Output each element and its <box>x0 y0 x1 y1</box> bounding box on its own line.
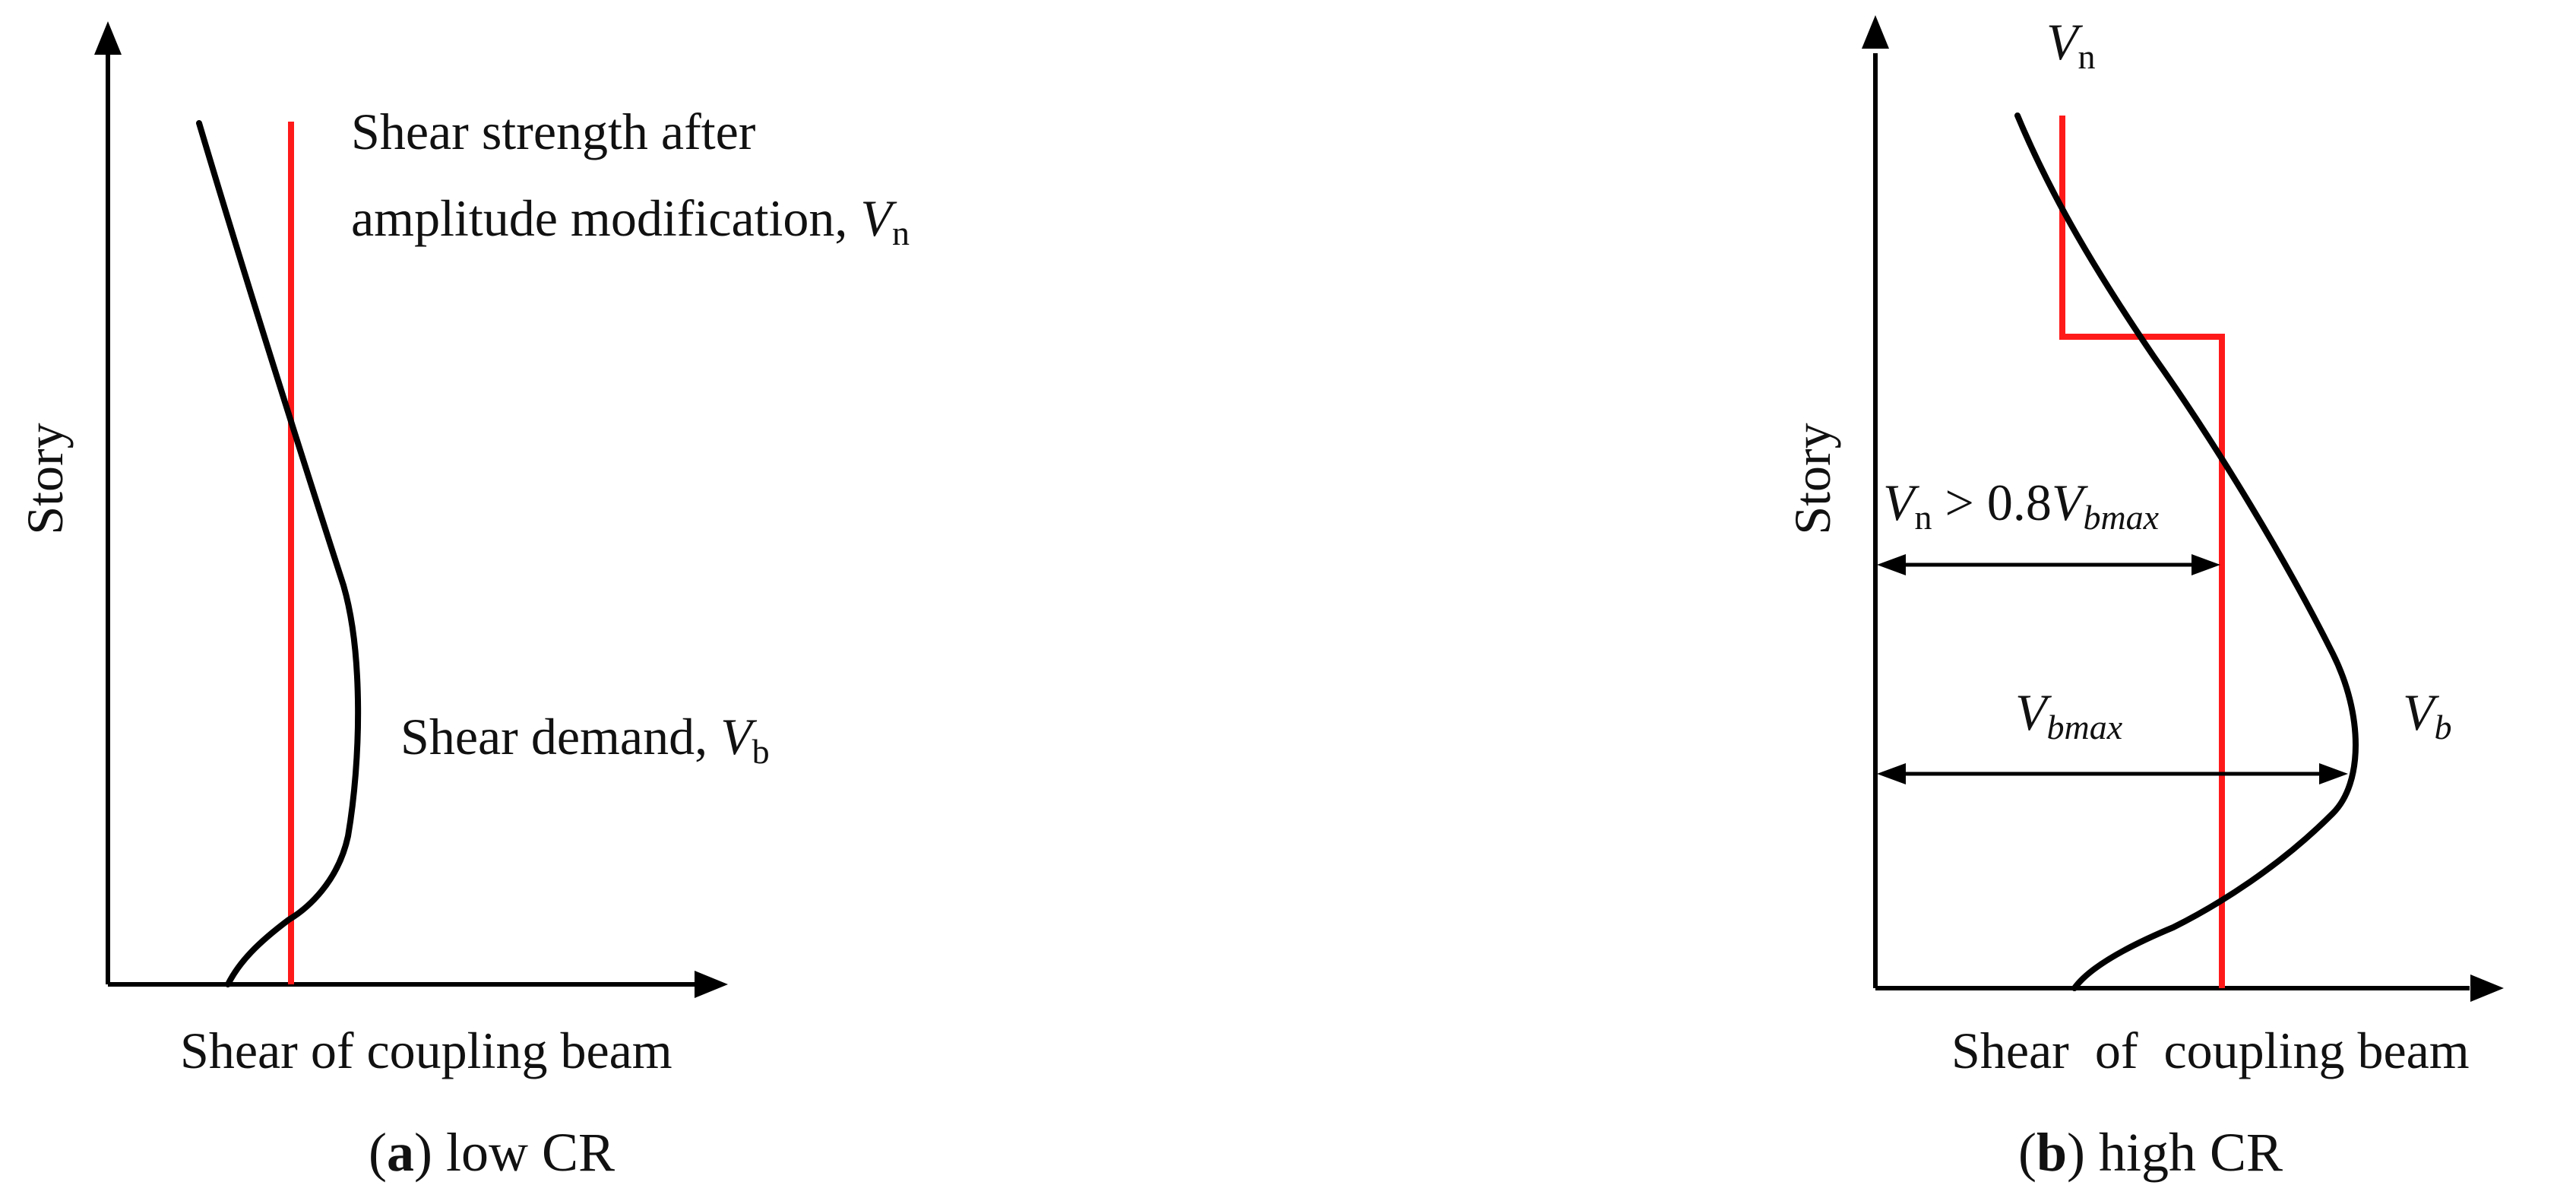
condition-rhs-subscript: bmax <box>2083 498 2159 537</box>
demand-subscript-b: b <box>2435 708 2452 746</box>
vbmax-label-b: Vbmax <box>2015 683 2123 746</box>
demand-label-a: Shear demand, Vb <box>400 708 770 771</box>
panel-b: Story Shear of coupling beam Vn Vn > 0.8… <box>1783 13 2504 1183</box>
y-axis-arrowhead-b <box>1862 15 1889 49</box>
strength-subscript-a: n <box>892 214 910 252</box>
vbmax-subscript: bmax <box>2047 708 2123 746</box>
demand-symbol-a: V <box>720 708 758 765</box>
strength-label-a-line2: amplitude modification, Vn <box>351 189 910 252</box>
strength-symbol-a: V <box>860 189 897 247</box>
strength-symbol-b: V <box>2046 13 2084 71</box>
strength-label-a-text: amplitude modification, <box>351 189 860 247</box>
demand-symbol-b: V <box>2403 683 2440 741</box>
vn-dimension-arrow-right <box>2191 554 2220 575</box>
demand-label-b: Vb <box>2403 683 2452 746</box>
condition-lhs-subscript: n <box>1915 498 1932 537</box>
x-axis-label-b: Shear of coupling beam <box>1951 1022 2470 1079</box>
condition-label-b: Vn > 0.8Vbmax <box>1883 474 2160 537</box>
shear-demand-curve-b <box>2014 112 2359 991</box>
caption-a: (a) low CR <box>369 1122 615 1183</box>
vn-dimension-arrow-left <box>1877 554 1906 575</box>
x-axis-label-a: Shear of coupling beam <box>180 1022 672 1079</box>
condition-operator: > 0.8 <box>1932 474 2052 531</box>
condition-rhs-symbol: V <box>2052 474 2089 531</box>
caption-b: (b) high CR <box>2018 1122 2283 1183</box>
strength-subscript-b: n <box>2078 37 2096 76</box>
shear-demand-curve-a <box>196 120 362 987</box>
caption-letter-b: b <box>2036 1122 2067 1183</box>
strength-label-b: Vn <box>2046 13 2096 76</box>
y-axis-arrowhead-a <box>94 21 122 55</box>
vbmax-dimension-arrow-left <box>1877 763 1906 784</box>
x-axis-arrowhead-a <box>695 971 728 998</box>
strength-label-a-line1: Shear strength after <box>351 103 756 160</box>
caption-text-b: high CR <box>2085 1122 2283 1183</box>
y-axis-label-a: Story <box>16 423 74 534</box>
caption-text-a: low CR <box>432 1122 615 1183</box>
caption-letter-a: a <box>387 1122 414 1183</box>
y-axis-label-b: Story <box>1783 423 1841 534</box>
vbmax-dimension-arrow-right <box>2319 763 2348 784</box>
x-axis-arrowhead-b <box>2470 974 2504 1002</box>
vbmax-symbol: V <box>2015 683 2052 741</box>
demand-label-a-text: Shear demand, <box>400 708 720 765</box>
panel-a: Story Shear of coupling beam Shear stren… <box>16 21 910 1183</box>
demand-subscript-a: b <box>752 732 770 771</box>
condition-lhs-symbol: V <box>1883 474 1920 531</box>
